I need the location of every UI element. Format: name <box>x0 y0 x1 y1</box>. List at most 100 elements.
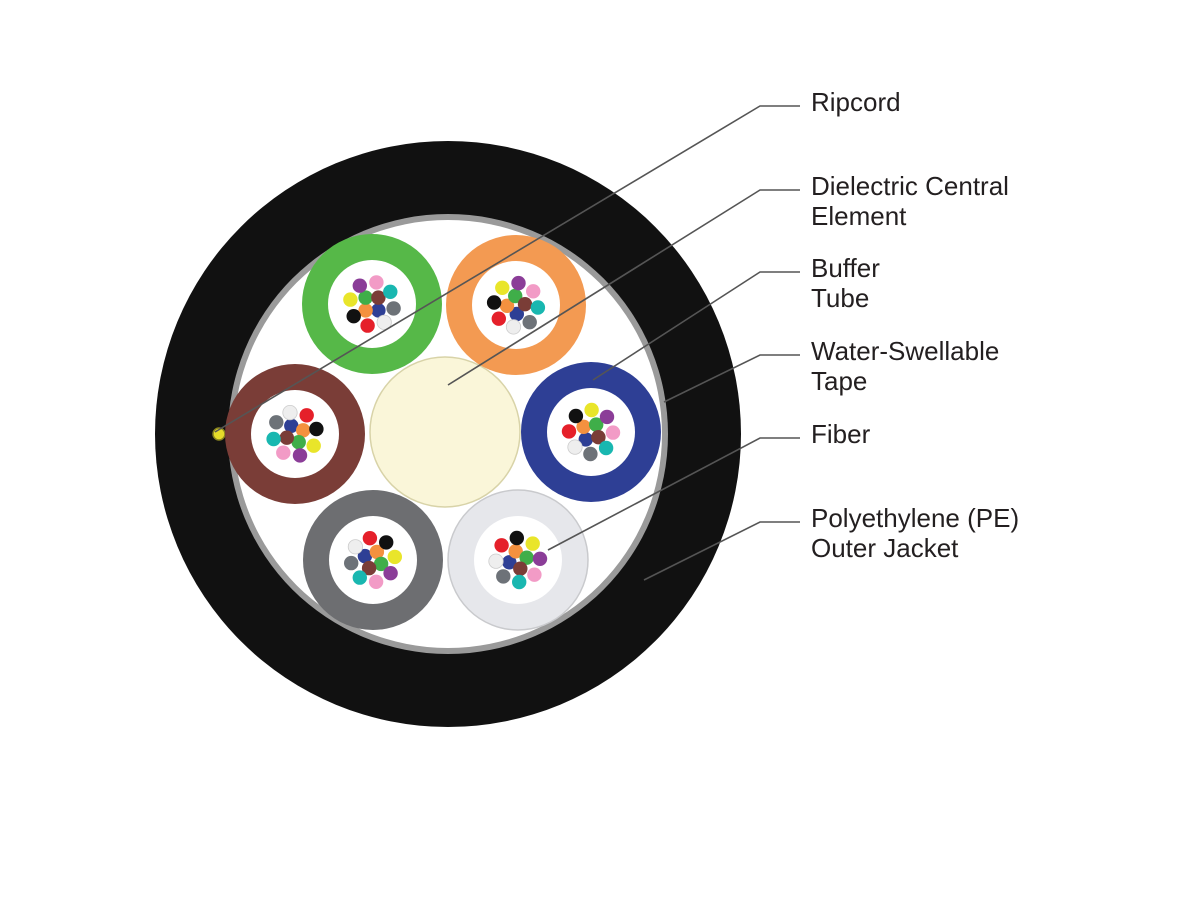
fiber-aqua <box>598 440 614 456</box>
fiber-violet <box>352 278 367 293</box>
buffer-tube-gel <box>547 388 635 476</box>
leader-line-ripcord <box>214 105 800 433</box>
fiber-yellow <box>584 402 599 418</box>
fiber-white <box>505 319 522 335</box>
fiber-red <box>299 408 314 423</box>
fiber-orange <box>499 298 515 313</box>
fiber-aqua <box>530 300 546 315</box>
fiber-red <box>561 424 577 439</box>
fiber-green <box>373 556 389 572</box>
fiber-slate <box>522 315 537 330</box>
fiber-rose <box>369 275 384 290</box>
fiber-red <box>491 311 506 326</box>
leader-lines <box>214 105 800 581</box>
fiber-aqua <box>383 284 398 299</box>
fiber-rose <box>526 284 541 299</box>
fiber-white <box>567 439 583 455</box>
fiber-rose <box>605 425 621 440</box>
fiber-rose <box>368 574 384 589</box>
leader-line-central-element <box>447 189 800 386</box>
label-fiber-line-1: Fiber <box>811 419 871 449</box>
fiber-violet <box>292 448 308 463</box>
fiber-blue <box>357 548 373 564</box>
label-outer-jacket-line-1: Polyethylene (PE) <box>811 503 1019 533</box>
fiber-brown <box>513 561 528 576</box>
buffer-tube-gel <box>251 390 339 478</box>
fiber-black <box>486 295 502 310</box>
fiber-yellow <box>387 549 402 565</box>
buffer-tube-gel <box>328 260 416 348</box>
fiber-brown <box>371 290 386 305</box>
fiber-white <box>347 539 363 555</box>
buffer-tube-white <box>447 489 589 631</box>
fiber-black <box>379 535 394 550</box>
fiber-brown <box>591 430 606 445</box>
leader-line-water-swellable-tape <box>663 354 800 403</box>
label-central-element-line-2: Element <box>811 201 907 231</box>
fiber-green <box>358 290 373 305</box>
buffer-tube-gel <box>329 516 417 604</box>
fiber-yellow <box>343 292 358 307</box>
buffer-tube-blue <box>521 362 661 502</box>
fiber-orange <box>358 303 373 318</box>
fiber-yellow <box>306 438 321 453</box>
fiber-black <box>346 309 361 324</box>
label-water-swellable-tape-line-2: Tape <box>811 366 867 396</box>
fiber-orange <box>508 544 523 559</box>
fiber-black <box>509 530 524 546</box>
fiber-yellow <box>525 536 540 551</box>
buffer-tube-brown <box>225 364 365 504</box>
fiber-slate <box>386 301 401 316</box>
buffer-tube-slate <box>303 490 443 630</box>
leader-line-fiber <box>547 437 800 551</box>
fiber-red <box>360 318 375 333</box>
fiber-yellow <box>495 280 510 295</box>
leader-line-outer-jacket <box>643 521 800 581</box>
dielectric-central-element <box>369 356 521 508</box>
fiber-orange <box>296 423 311 438</box>
buffer-tube-green <box>302 234 442 374</box>
leader-line-buffer-tube <box>592 271 800 381</box>
fiber-brown <box>361 560 377 576</box>
fiber-orange <box>576 419 591 434</box>
buffer-tube-outline <box>447 489 589 631</box>
fiber-black <box>309 421 324 437</box>
fiber-green <box>291 435 306 450</box>
fiber-brown <box>279 430 294 445</box>
fiber-blue <box>509 306 524 322</box>
fiber-violet <box>599 409 615 425</box>
fiber-slate <box>583 446 598 462</box>
fiber-violet <box>511 275 526 291</box>
label-buffer-tube-line-1: Buffer <box>811 253 880 283</box>
buffer-tube-gel <box>472 261 560 349</box>
fiber-blue <box>502 555 517 570</box>
fiber-brown <box>517 297 533 312</box>
fiber-white <box>282 404 298 421</box>
fiber-green <box>519 550 534 565</box>
fiber-green <box>508 288 523 304</box>
fiber-slate <box>496 569 511 584</box>
fiber-slate <box>344 555 359 571</box>
fiber-red <box>362 531 378 546</box>
label-ripcord-line-1: Ripcord <box>811 87 901 117</box>
fiber-blue <box>284 418 299 433</box>
fiber-blue <box>371 303 386 318</box>
fiber-green <box>589 417 604 432</box>
label-water-swellable-tape-line-1: Water-Swellable <box>811 336 999 366</box>
label-outer-jacket-line-2: Outer Jacket <box>811 533 959 563</box>
fiber-aqua <box>512 574 527 590</box>
label-buffer-tube-line-2: Tube <box>811 283 869 313</box>
fiber-aqua <box>266 431 281 447</box>
fiber-violet <box>383 566 398 581</box>
fiber-white <box>376 314 392 330</box>
fiber-red <box>494 538 509 553</box>
fiber-white <box>488 553 504 569</box>
label-central-element-line-1: Dielectric Central <box>811 171 1009 201</box>
fiber-orange <box>369 544 385 560</box>
buffer-tubes <box>225 234 661 631</box>
fiber-blue <box>578 432 593 447</box>
fiber-violet <box>532 551 548 566</box>
fiber-rose <box>276 445 291 460</box>
